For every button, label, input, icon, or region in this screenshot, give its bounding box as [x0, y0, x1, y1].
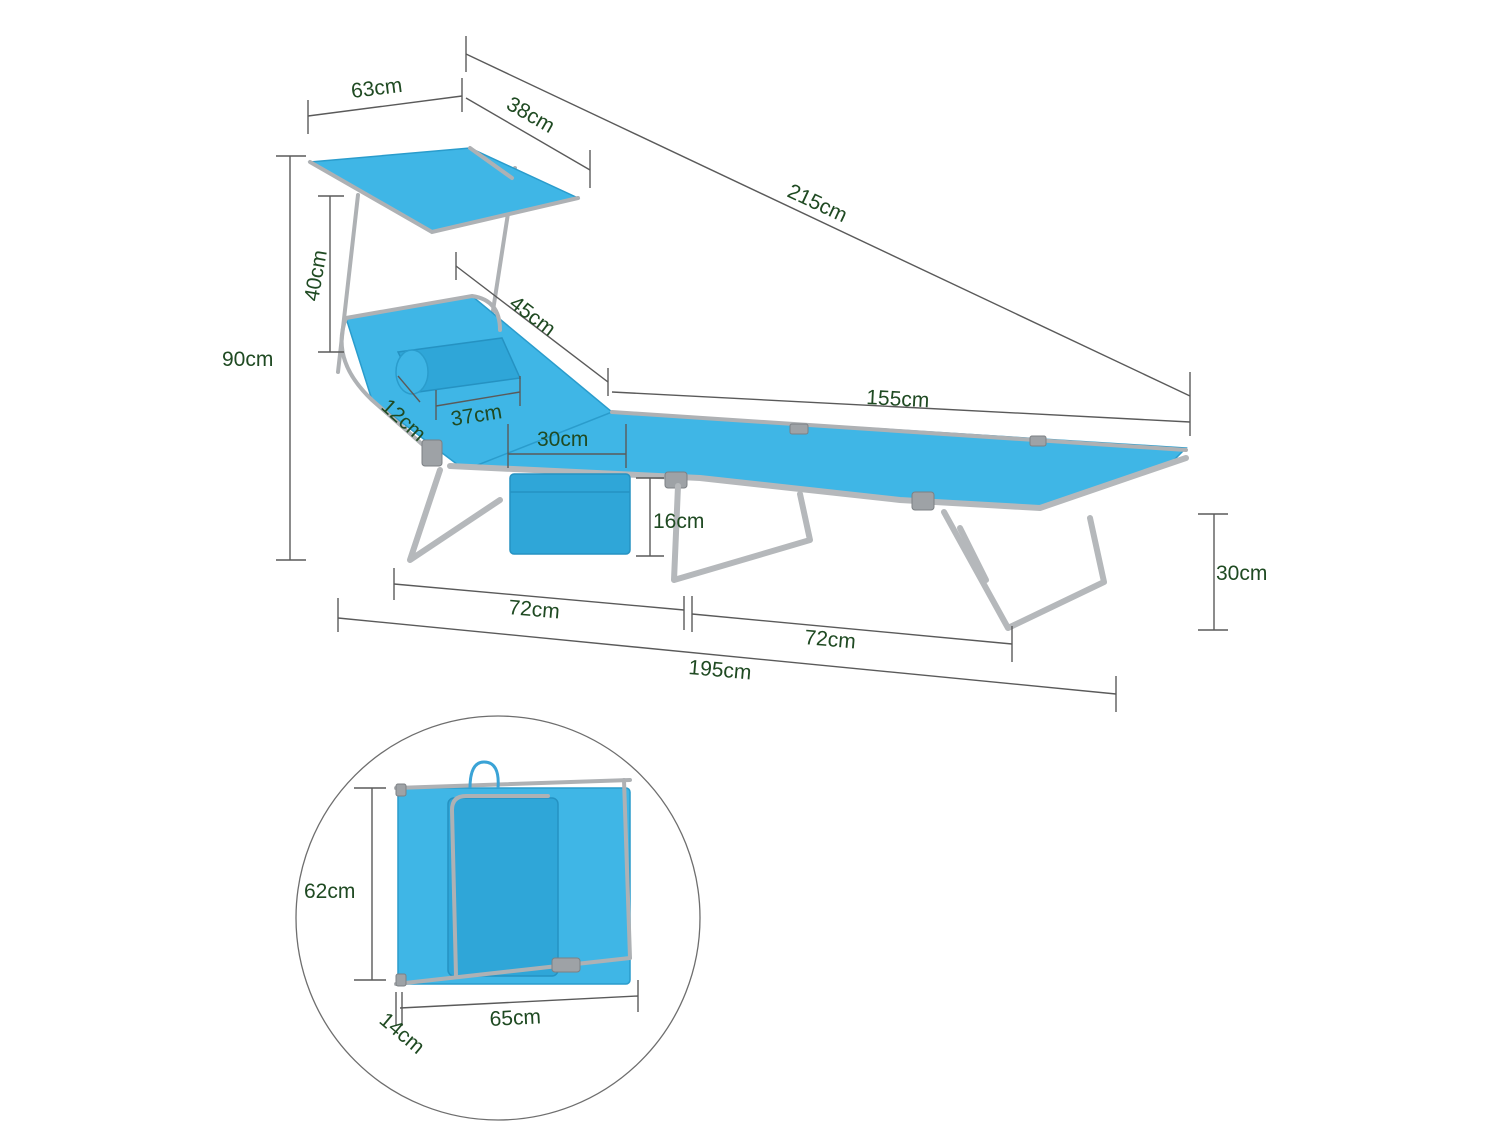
seat-height-label: 30cm	[1216, 562, 1267, 585]
leg-spacing-front-label: 72cm	[508, 596, 561, 623]
front-leg	[941, 509, 1107, 631]
front-leg-brace	[957, 525, 989, 583]
backrest-top-rod	[344, 293, 502, 332]
folded-inset: 62cm 65cm 14cm	[295, 715, 701, 1121]
canopy-width-label: 63cm	[350, 74, 404, 103]
side-pocket	[509, 473, 631, 555]
canopy-rear-rod	[468, 146, 514, 180]
hinge-joint	[1029, 435, 1047, 447]
leg-spacing-rear-label: 72cm	[804, 626, 857, 653]
pocket-height-label: 16cm	[653, 510, 704, 533]
pillow-roll	[395, 349, 429, 395]
lounger-illustration	[307, 146, 1189, 631]
folded-hinge	[395, 973, 407, 987]
carry-handle	[468, 760, 500, 789]
pocket-width-label: 30cm	[537, 428, 588, 451]
folded-frame-bottom	[394, 956, 632, 986]
canopy-height-label: 40cm	[300, 248, 332, 303]
folded-front-panel	[447, 797, 559, 977]
middle-leg	[671, 483, 813, 583]
hinge-joint	[421, 439, 443, 467]
folded-height-label: 62cm	[304, 880, 355, 903]
folded-frame-right	[622, 778, 632, 960]
hinge-joint	[911, 491, 935, 511]
total-height-label: 90cm	[222, 348, 273, 371]
canopy-frame	[308, 160, 580, 235]
dimension-lines	[276, 36, 1228, 712]
seat-top-edge	[610, 410, 1188, 452]
folded-frame-inner	[449, 794, 550, 978]
backrest-frame	[339, 316, 442, 462]
folded-frame-top	[394, 778, 632, 790]
rear-leg	[407, 467, 503, 563]
folded-hinge	[551, 957, 581, 973]
canopy-depth-label: 38cm	[503, 92, 559, 138]
hinge-joint	[789, 423, 809, 435]
seat-length-label: 155cm	[866, 386, 930, 412]
folded-width-label: 65cm	[489, 1005, 541, 1031]
total-length-label: 195cm	[688, 656, 753, 684]
canopy-fabric	[307, 147, 581, 233]
inset-circle	[295, 715, 701, 1121]
folded-hinge	[395, 783, 407, 797]
